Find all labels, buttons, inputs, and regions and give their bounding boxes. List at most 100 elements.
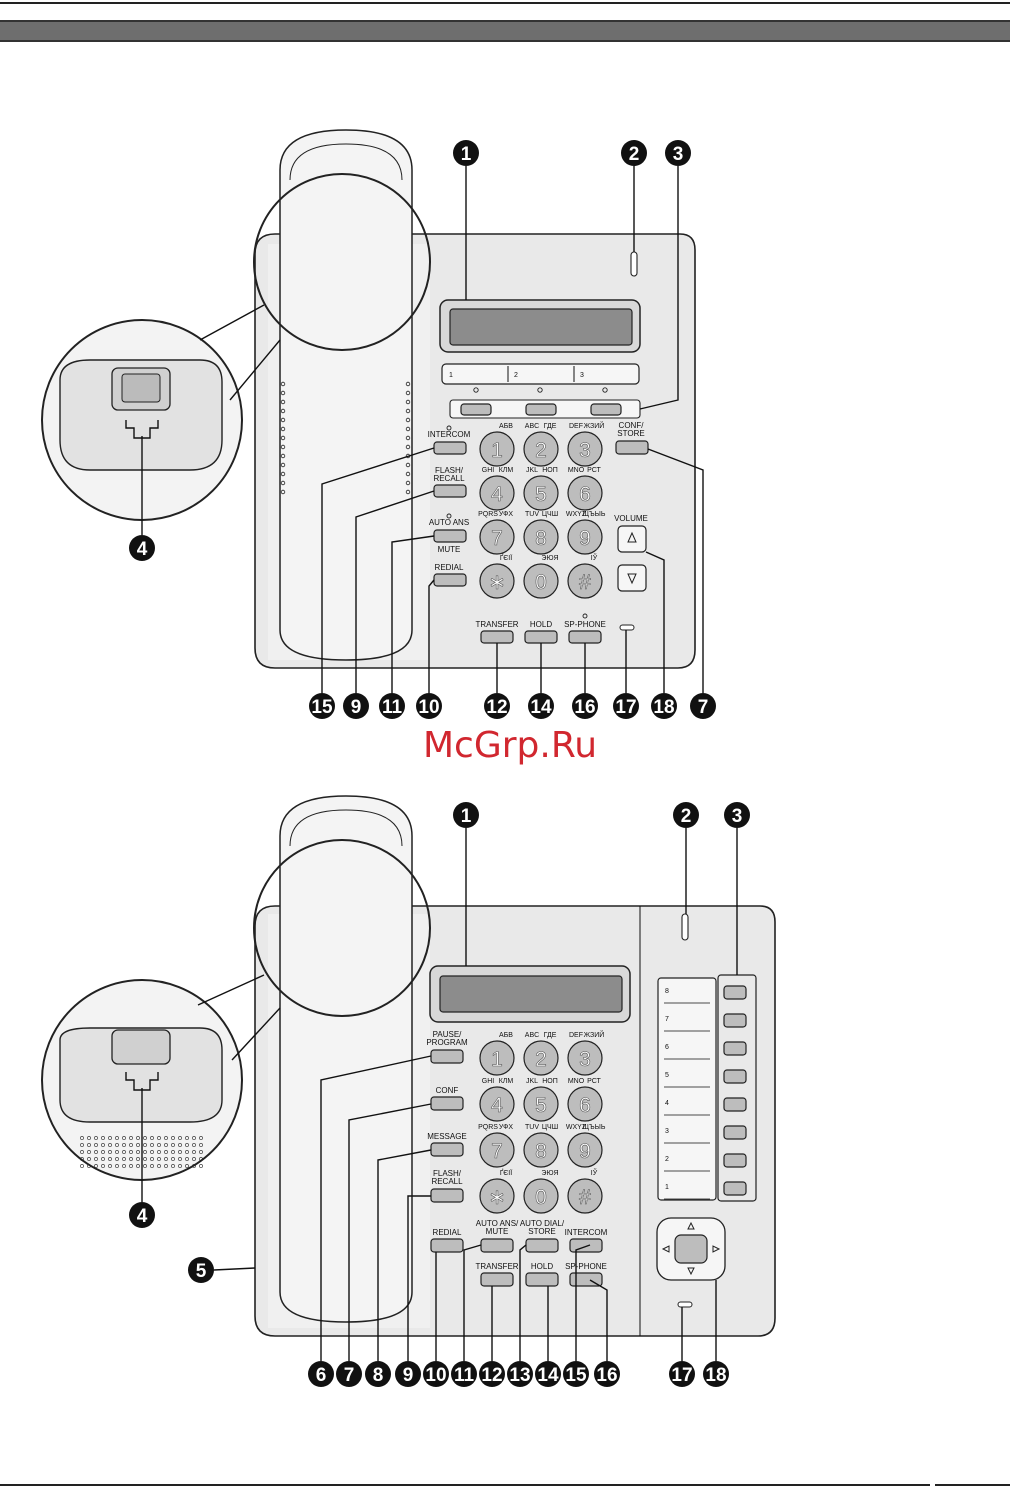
bottom-redial-button	[430, 1238, 464, 1253]
callout-top-7-circle	[690, 693, 716, 719]
callout-top-15: 15	[311, 697, 333, 718]
callout-bottom-18: 18	[705, 1365, 726, 1386]
top-hook-body	[59, 359, 223, 471]
top-key-0	[523, 563, 559, 599]
callout-top-4: 4	[137, 539, 148, 560]
callout-bottom-12: 12	[481, 1365, 502, 1386]
bottom-key-cyrillic: РСТ	[587, 1078, 601, 1085]
bottom-speaker-hole	[108, 1157, 112, 1161]
top-key-digit: 9	[579, 527, 591, 550]
bottom-pause-label: PAUSE/	[433, 1030, 463, 1039]
bottom-speaker-hole	[122, 1150, 126, 1154]
top-speaker-hole	[280, 381, 286, 387]
callout-top-16: 16	[574, 697, 595, 718]
top-key-digit: #	[579, 571, 591, 594]
bottom-key-cyrillic: ЦЧШ	[542, 1124, 558, 1131]
bottom-speaker-hole	[129, 1157, 133, 1161]
bottom-key-digit: 9	[579, 1140, 591, 1163]
callout-top-7: 7	[698, 697, 709, 718]
bottom-speaker-hole	[150, 1136, 154, 1140]
bottom-key-digit: 4	[491, 1094, 503, 1117]
bottom-speaker-hole	[192, 1150, 196, 1154]
top-speaker-hole	[405, 480, 411, 486]
header-bar	[0, 20, 1010, 42]
top-autoans-label: AUTO ANS	[429, 518, 469, 527]
bottom-leader-15	[575, 1244, 591, 1361]
bottom-speaker-hole	[108, 1164, 112, 1168]
top-leader-10	[428, 579, 435, 693]
bottom-flash-label: RECALL	[431, 1177, 463, 1186]
bottom-key-6	[567, 1086, 603, 1122]
callout-bottom-9-circle	[395, 1361, 421, 1387]
bottom-leader-13	[519, 1244, 527, 1361]
bottom-speaker-hole	[164, 1150, 168, 1154]
top-volume-down-icon	[627, 573, 637, 585]
bottom-key-digit: 5	[535, 1094, 547, 1117]
bottom-speaker-hole	[192, 1157, 196, 1161]
callout-bottom-11-circle	[451, 1361, 477, 1387]
bottom-speaker-hole	[157, 1143, 161, 1147]
bottom-speaker-hole	[136, 1164, 140, 1168]
bottom-key-cyrillic: КЛМ	[499, 1078, 514, 1085]
top-key-digit: ∗	[488, 571, 506, 594]
bottom-speaker-hole	[164, 1157, 168, 1161]
callout-bottom-5-circle	[188, 1257, 214, 1283]
bottom-dss-label: 3	[665, 1128, 669, 1135]
bottom-key-latin: GHI	[482, 1078, 495, 1085]
bottom-leader-7	[348, 1103, 432, 1361]
bottom-speaker-hole	[94, 1150, 98, 1154]
top-speaker-hole	[405, 444, 411, 450]
bottom-hook-switch	[111, 1029, 171, 1065]
top-key-1	[479, 431, 515, 467]
callout-top-14: 14	[530, 697, 552, 718]
callout-top-17-circle	[613, 693, 639, 719]
bottom-leader-16	[589, 1279, 608, 1361]
bottom-speaker-hole	[101, 1150, 105, 1154]
top-transfer-button	[480, 630, 514, 644]
callout-top-15-circle	[309, 693, 335, 719]
top-message-led	[630, 251, 638, 277]
bottom-key-cyrillic: ЖЗИЙ	[584, 1030, 605, 1039]
watermark: McGrp.Ru	[423, 725, 597, 766]
bottom-key-2	[523, 1040, 559, 1076]
top-handset	[279, 129, 413, 661]
bottom-speaker-hole	[94, 1136, 98, 1140]
bottom-leader-11	[463, 1244, 482, 1361]
bottom-key-4	[479, 1086, 515, 1122]
callout-bottom-14-circle	[535, 1361, 561, 1387]
bottom-intercom-label: INTERCOM	[565, 1228, 608, 1237]
top-leader-11	[391, 535, 435, 693]
top-leader-7	[647, 448, 704, 693]
bottom-dss-label: 7	[665, 1016, 669, 1023]
bottom-speaker-hole	[136, 1157, 140, 1161]
bottom-speaker-hole	[178, 1157, 182, 1161]
callout-bottom-6: 6	[316, 1365, 327, 1386]
bottom-speaker-hole	[122, 1143, 126, 1147]
bottom-speaker-hole	[178, 1150, 182, 1154]
top-key-digit: 4	[491, 483, 503, 506]
bottom-key-latin: ABC	[525, 1032, 539, 1039]
bottom-speaker-hole	[108, 1143, 112, 1147]
top-magnifier	[253, 173, 431, 351]
top-key-digit: 0	[535, 571, 547, 594]
top-key-digit: 2	[535, 439, 547, 462]
bottom-key-cyrillic: НОП	[542, 1078, 558, 1085]
callout-bottom-2: 2	[681, 806, 692, 827]
bottom-leader-6	[320, 1055, 432, 1361]
callout-top-12: 12	[486, 697, 507, 718]
callout-bottom-3-circle	[724, 802, 750, 828]
top-intercom-button	[433, 441, 467, 455]
callout-top-9-circle	[343, 693, 369, 719]
callout-top-12-circle	[484, 693, 510, 719]
top-key-cyrillic: ЩЪЫЬ	[583, 511, 606, 518]
bottom-key-cyrillic: ГДЕ	[544, 1032, 557, 1039]
top-autoans-led	[446, 513, 452, 519]
bottom-speaker-hole	[115, 1164, 119, 1168]
bottom-speaker-hole	[178, 1136, 182, 1140]
bottom-nav-up-icon	[687, 1221, 695, 1230]
bottom-speaker-hole	[143, 1157, 147, 1161]
bottom-speaker-hole	[185, 1143, 189, 1147]
bottom-key-cyrillic: ЩЪЫЬ	[583, 1124, 606, 1131]
bottom-key-cyrillic: ҐЄІЇ	[500, 1168, 512, 1177]
bottom-speaker-hole	[129, 1143, 133, 1147]
